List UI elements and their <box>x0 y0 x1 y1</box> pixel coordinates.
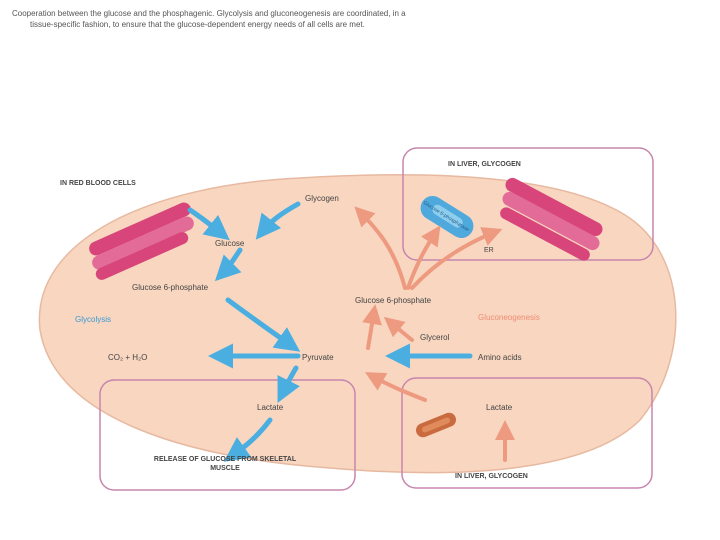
glycolysis-arrows <box>187 201 473 462</box>
er-organelle <box>420 195 474 239</box>
caption-line-1: Cooperation between the glucose and the … <box>12 9 406 18</box>
muscle-region-box <box>99 379 356 491</box>
caption-line-2: tissue-specific fashion, to ensure that … <box>30 20 365 29</box>
label-glucose-6p-right: Glucose 6-phosphate <box>355 296 432 305</box>
label-lactate-left: Lactate <box>257 403 284 412</box>
label-lactate-right: Lactate <box>486 403 513 412</box>
label-glucose-6p-left: Glucose 6-phosphate <box>132 283 209 292</box>
label-red-blood-cells: IN RED BLOOD CELLS <box>60 180 136 187</box>
label-glycogen: Glycogen <box>305 194 339 203</box>
label-liver-region-bottom: IN LIVER, GLYCOGEN <box>455 473 528 480</box>
label-liver-region-top: IN LIVER, GLYCOGEN <box>448 161 521 168</box>
label-co2-h2o: CO₂ + H₂O <box>108 353 147 362</box>
liver-region-box-bottom <box>401 377 653 489</box>
label-muscle-region-wrap: RELEASE OF GLUCOSE FROM SKELETAL MUSCLE <box>153 456 297 472</box>
label-gluconeogenesis: Gluconeogenesis <box>478 313 540 322</box>
mitochondrion <box>416 412 456 438</box>
label-pyruvate: Pyruvate <box>302 353 334 362</box>
label-glycerol: Glycerol <box>420 333 450 342</box>
label-muscle-region: RELEASE OF GLUCOSE FROM SKELETAL MUSCLE <box>153 456 297 472</box>
gluconeogenesis-arrows <box>354 206 515 462</box>
label-er: ER <box>484 247 494 254</box>
red-blood-cells-left <box>89 202 194 280</box>
figure-caption: Cooperation between the glucose and the … <box>12 8 702 30</box>
liver-region-box-top <box>402 147 654 261</box>
label-glycolysis: Glycolysis <box>75 315 111 324</box>
red-blood-cells-right <box>500 177 603 261</box>
label-glucose: Glucose <box>215 239 245 248</box>
cell-body <box>38 174 677 474</box>
label-amino-acids: Amino acids <box>478 353 522 362</box>
